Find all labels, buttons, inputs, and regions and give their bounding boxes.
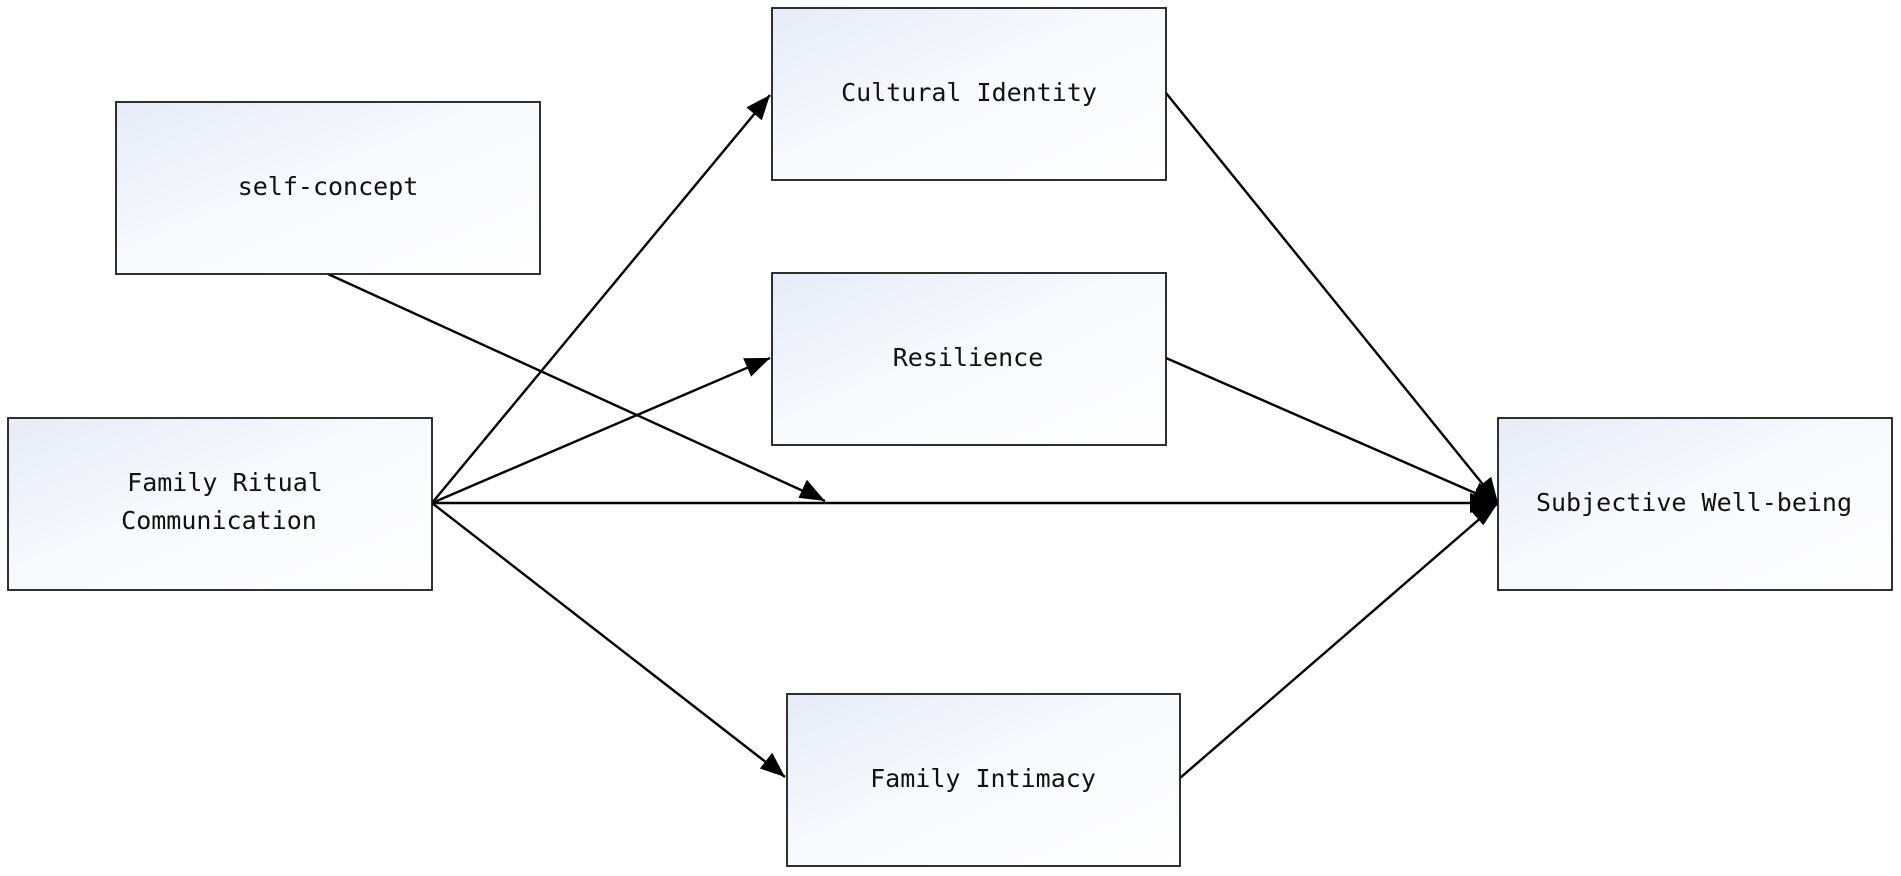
node-label-resilience: Resilience [893,343,1044,372]
node-label-subjective-wellbeing: Subjective Well-being [1536,488,1852,517]
node-label-cultural-identity: Cultural Identity [841,78,1097,107]
arrowhead-moderation [798,479,825,501]
node-family-intimacy: Family Intimacy [786,693,1181,867]
edges [327,92,1499,779]
edge-self-concept-moderation [327,272,826,503]
edge-family-ritual-to-resilience [431,356,771,505]
arrowhead-cultural-identity [746,95,770,121]
node-label-family-ritual-line-1: Family Ritual [127,468,323,497]
node-family-ritual-communication: Family Ritual Communication [7,417,433,591]
edge-resilience-to-subjective-wellbeing [1165,356,1499,505]
node-label-family-ritual-line-2: Communication [121,506,317,535]
arrowhead-subjective-wellbeing-from-intimacy [1470,503,1498,526]
node-self-concept: self-concept [115,101,541,275]
arrowhead-resilience [743,358,770,377]
arrowhead-family-intimacy [759,752,785,777]
edge-family-intimacy-to-subjective-wellbeing [1179,502,1499,779]
node-label-self-concept: self-concept [238,172,419,201]
node-cultural-identity: Cultural Identity [771,7,1167,181]
node-subjective-wellbeing: Subjective Well-being [1497,417,1893,591]
arrowhead-subjective-wellbeing-from-cultural [1475,476,1498,503]
node-label-family-intimacy: Family Intimacy [870,764,1096,793]
edge-family-ritual-to-family-intimacy [431,502,786,778]
edge-family-ritual-to-cultural-identity [431,94,771,504]
edge-cultural-identity-to-subjective-wellbeing [1165,92,1499,504]
arrowhead-subjective-wellbeing-from-resilience [1471,482,1498,503]
node-resilience: Resilience [771,272,1167,446]
